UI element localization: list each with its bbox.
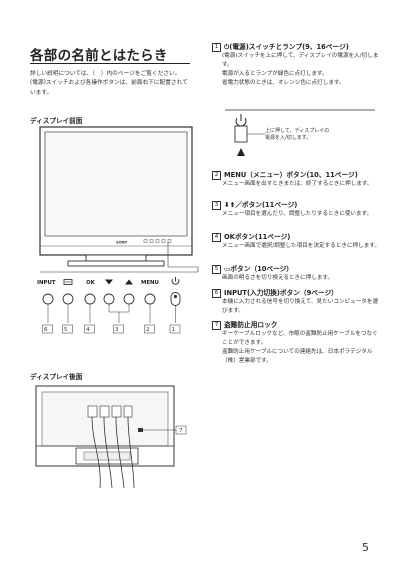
item-picture-mode: 5▭ボタン（10ページ） 画面の明るさを切り換えるときに押します。 — [212, 264, 382, 283]
item-power: 1⏻(電源)スイッチとランプ(9、16ページ) (電源)スイッチを上に押して、デ… — [212, 42, 382, 88]
switch-body — [234, 125, 248, 143]
display-front-figure: SONY INPUT OK MENU — [37, 126, 199, 334]
cables — [91, 416, 135, 489]
up-button[interactable] — [123, 293, 135, 305]
rear-heading: ディスプレイ後面 — [30, 373, 83, 381]
callout-4: 4 — [86, 327, 90, 333]
up-arrow-icon — [237, 148, 245, 156]
power-icon — [171, 277, 180, 285]
callout-7: 7 — [179, 428, 183, 434]
callout-5: 5 — [64, 327, 68, 333]
arrows-icon: ⬇⬆ — [224, 201, 236, 209]
input-button[interactable] — [42, 293, 54, 305]
down-button[interactable] — [103, 293, 115, 305]
intro-text: 詳しい説明については、（ ）内のページをご覧ください。 (電源)スイッチおよび各… — [30, 71, 188, 96]
power-title-icon: ⏻ — [224, 43, 230, 51]
menu-label: MENU — [141, 280, 159, 286]
display-rear-figure: 7 — [35, 385, 187, 489]
picture-mode-icon — [63, 279, 73, 285]
page-title: 各部の名前とはたらき — [30, 48, 168, 64]
brightness-button[interactable] — [62, 293, 74, 305]
item-arrows: 3⬇⬆／ボタン(11ページ) メニュー項目を選んだり、調整したりするときに使いま… — [212, 200, 382, 219]
title-rule — [30, 63, 190, 65]
ok-button[interactable] — [84, 293, 96, 305]
input-label: INPUT — [37, 280, 56, 286]
callout-6: 6 — [44, 327, 48, 333]
power-switch-figure: 上に押して、ディスプレイの 電源を入/切します。 — [225, 109, 375, 156]
picture-mode-icon: ▭ — [224, 265, 231, 273]
bezel-buttons — [143, 239, 172, 243]
power-figure-caption: 上に押して、ディスプレイの 電源を入/切します。 — [265, 127, 331, 141]
down-arrow-icon — [105, 279, 113, 285]
security-lock-slot — [138, 428, 143, 432]
brand-logo: SONY — [116, 241, 128, 245]
power-switch[interactable] — [170, 292, 181, 306]
monitor-stand-neck — [85, 254, 147, 262]
ok-label: OK — [86, 280, 96, 286]
front-heading: ディスプレイ前面 — [30, 117, 83, 125]
callout-2: 2 — [146, 327, 150, 333]
monitor-screen — [44, 131, 188, 237]
monitor-stand-base — [67, 260, 165, 267]
page-number: 5 — [362, 541, 369, 554]
callout-3: 3 — [115, 327, 119, 333]
power-icon — [235, 114, 247, 127]
up-arrow-icon — [125, 279, 133, 285]
item-number: 1 — [212, 43, 221, 52]
callout-1: 1 — [172, 327, 176, 333]
menu-button[interactable] — [144, 293, 156, 305]
